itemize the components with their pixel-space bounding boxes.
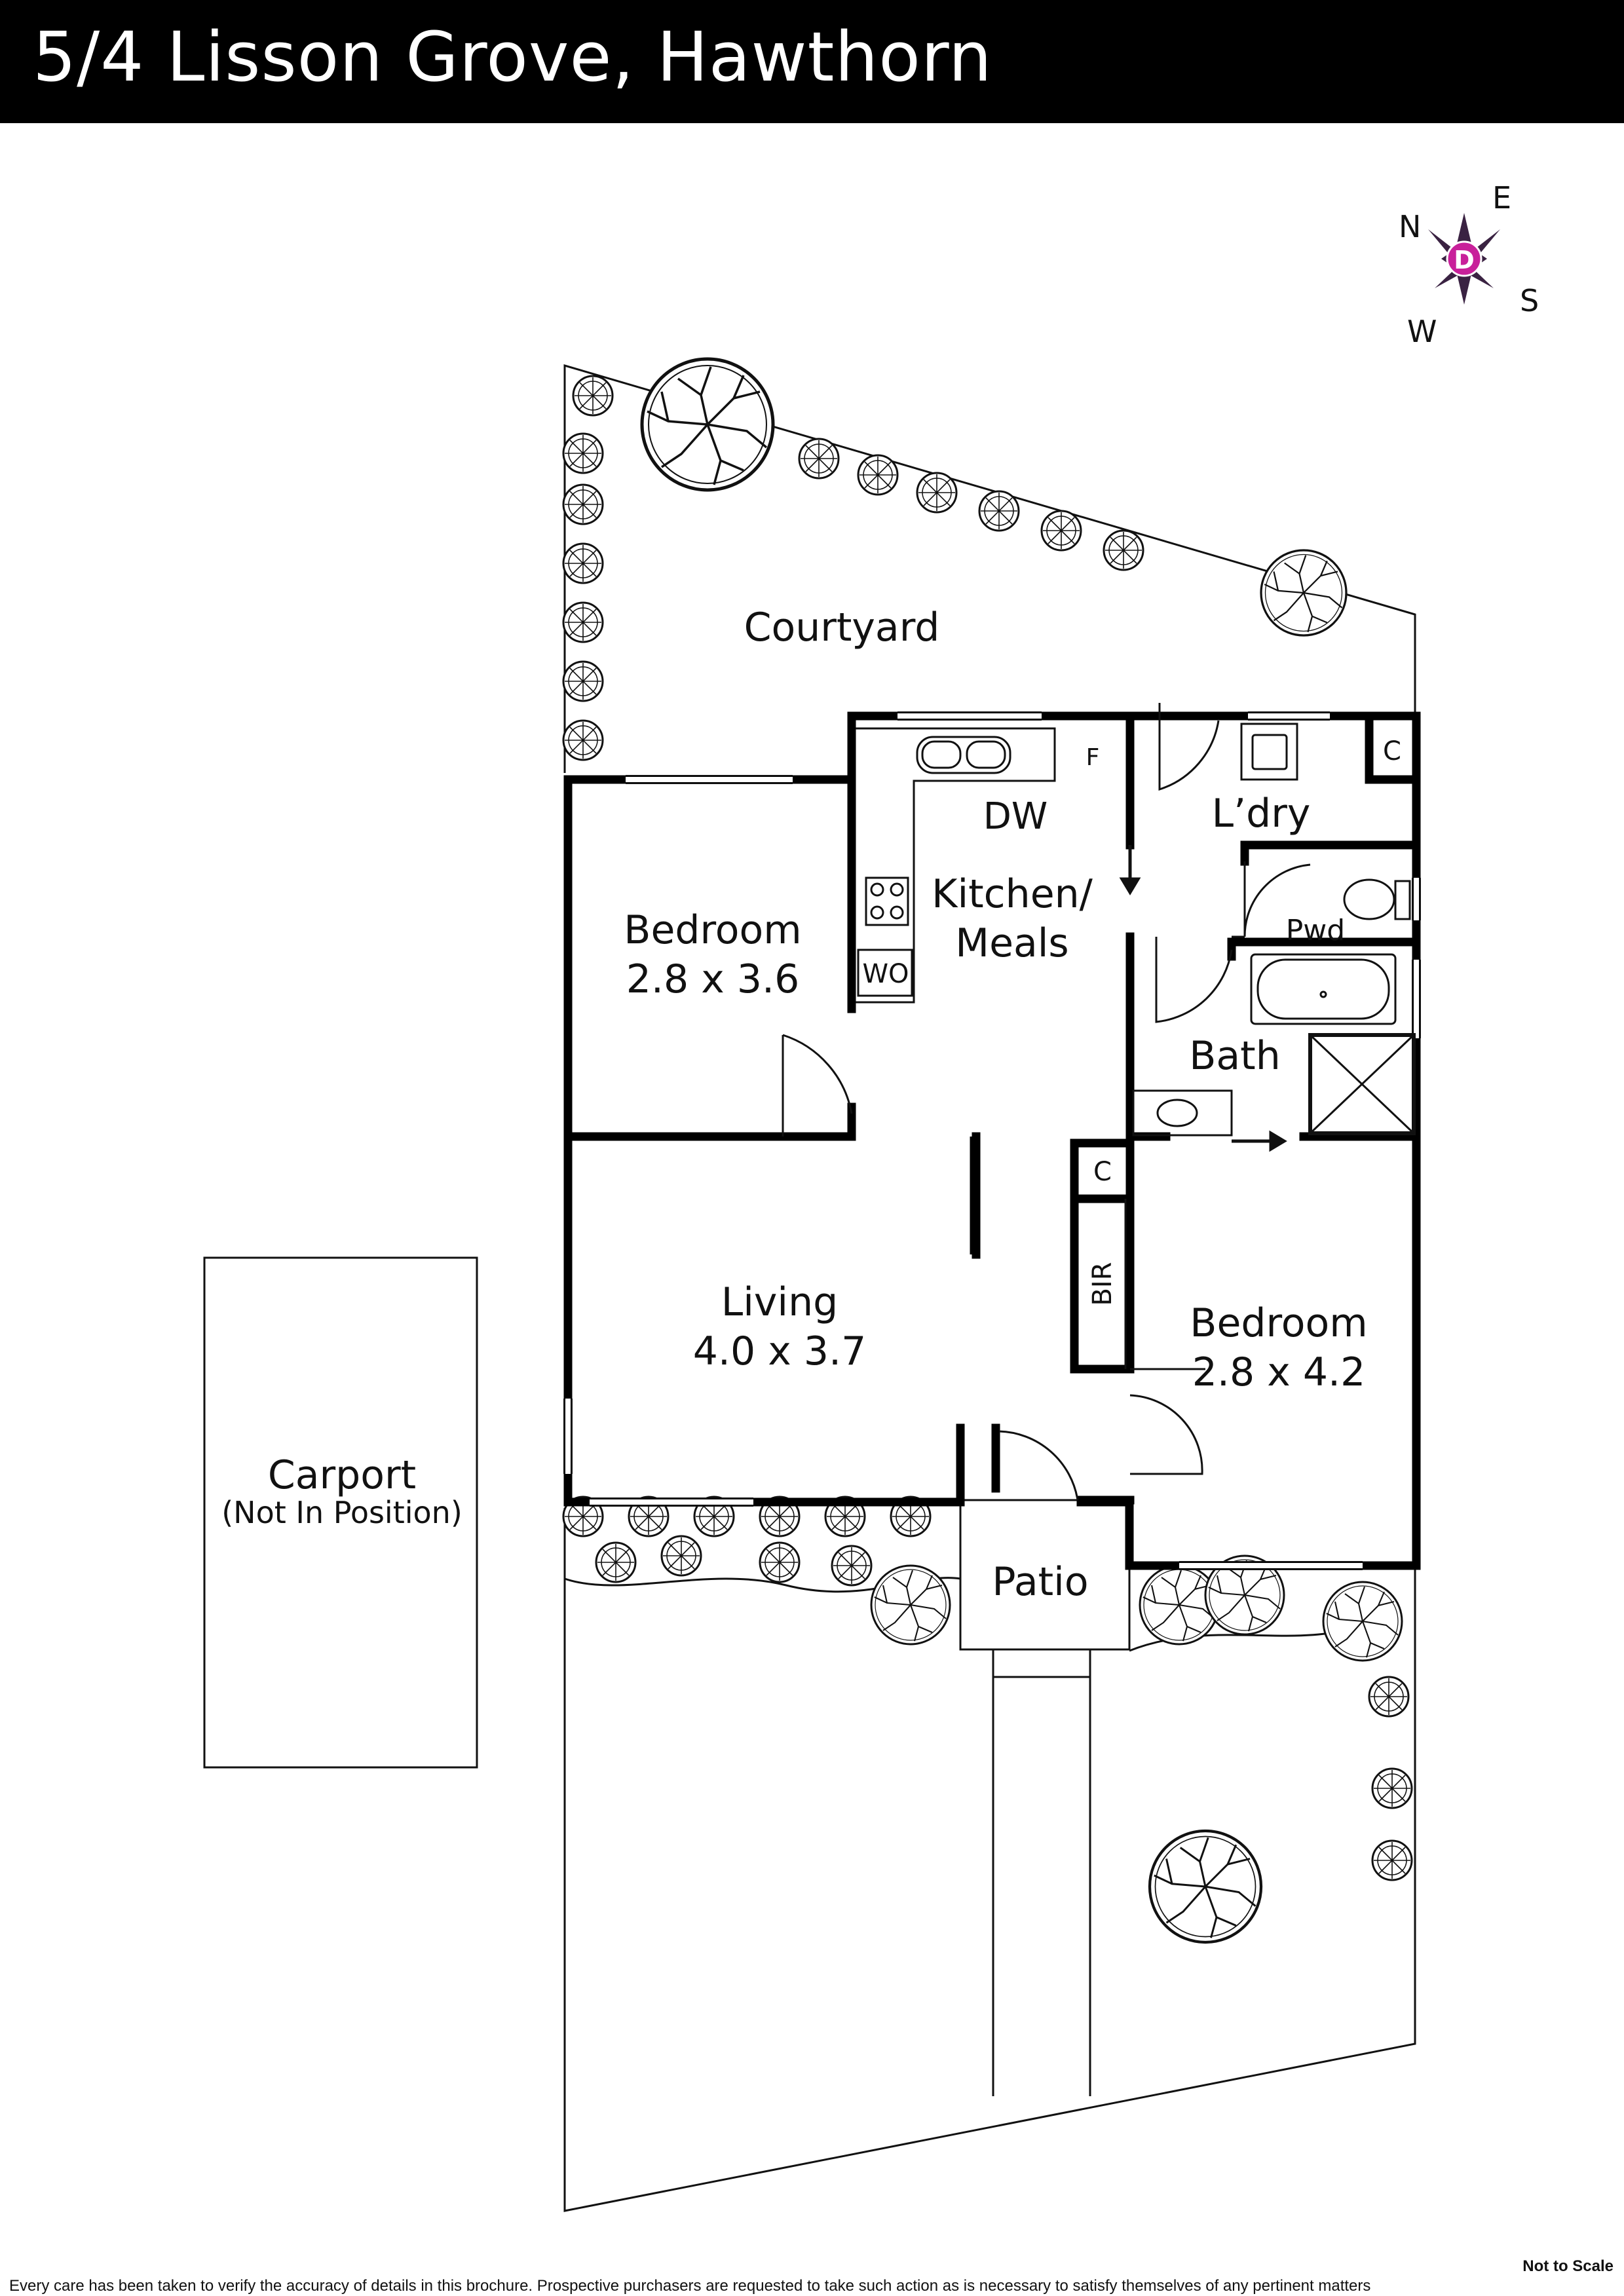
compass-west: W: [1407, 314, 1437, 349]
compass-east: E: [1492, 180, 1511, 216]
label-courtyard: Courtyard: [744, 605, 940, 650]
compass-north: N: [1399, 209, 1421, 244]
label-dishwasher: DW: [983, 795, 1048, 838]
page-title: 5/4 Lisson Grove, Hawthorn: [33, 17, 992, 97]
doors: [782, 703, 1311, 1501]
label-powder: Pwd: [1286, 914, 1345, 947]
compass-south: S: [1520, 283, 1539, 318]
trees: [642, 359, 1403, 1942]
compass-rose: [1428, 213, 1500, 305]
label-bath: Bath: [1189, 1033, 1280, 1079]
label-wall-oven: WO: [862, 959, 909, 989]
label-laundry-cupboard: C: [1383, 736, 1401, 766]
kitchen-fittings: [856, 723, 1298, 1004]
label-living-size: 4.0 x 3.7: [693, 1328, 867, 1374]
label-laundry: L’dry: [1212, 791, 1311, 837]
entry-arrows: [1119, 845, 1287, 1152]
site-boundary: [563, 364, 1416, 2212]
label-bedroom1-name: Bedroom: [624, 907, 801, 953]
header-bar: 5/4 Lisson Grove, Hawthorn: [0, 0, 1624, 123]
compass-badge: [1446, 240, 1482, 277]
label-living-name: Living: [721, 1279, 838, 1325]
bathroom-fittings: [1132, 878, 1416, 1137]
label-carport-name: Carport: [268, 1452, 416, 1498]
label-bedroom2-name: Bedroom: [1190, 1300, 1367, 1346]
label-hall-cupboard: C: [1093, 1157, 1112, 1187]
carport-outline: [203, 1256, 478, 1769]
patio-area: [959, 1499, 1131, 2096]
label-kitchen-line2: Meals: [955, 920, 1068, 966]
interior-walls: [563, 711, 1421, 1505]
scale-note: Not to Scale: [1522, 2257, 1614, 2275]
label-bedroom1-size: 2.8 x 3.6: [626, 956, 800, 1002]
label-fridge: F: [1086, 744, 1100, 771]
label-bir: BIR: [1087, 1262, 1118, 1306]
label-kitchen-line1: Kitchen/: [932, 871, 1093, 917]
label-bedroom2-size: 2.8 x 4.2: [1192, 1349, 1366, 1395]
disclaimer-text: Every care has been taken to verify the …: [9, 2277, 1371, 2295]
label-patio: Patio: [992, 1559, 1088, 1605]
compass-badge-letter: D: [1454, 246, 1475, 274]
label-carport-note: (Not In Position): [221, 1495, 463, 1530]
windows: [565, 713, 1419, 1568]
